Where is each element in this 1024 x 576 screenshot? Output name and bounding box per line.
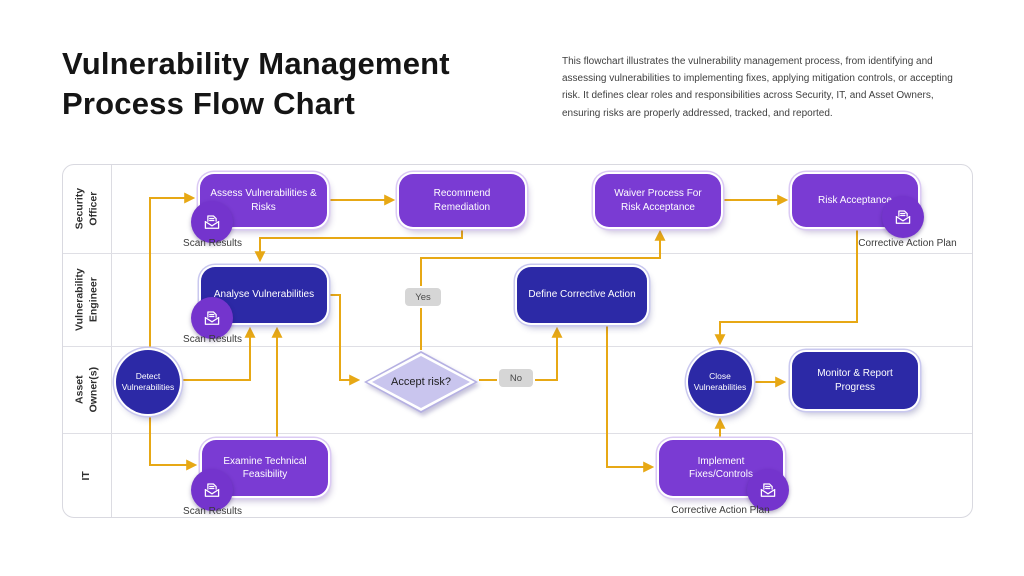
node-detect-vulnerabilities: Detect Vulnerabilities bbox=[116, 350, 180, 414]
node-recommend-remediation: Recommend Remediation bbox=[399, 174, 525, 227]
lane-divider-1 bbox=[63, 253, 972, 254]
badge-yes: Yes bbox=[405, 288, 441, 306]
corrective-action-plan-icon bbox=[882, 196, 924, 238]
lane-label-security-officer: Security Officer bbox=[73, 188, 99, 230]
node-waiver-process: Waiver Process For Risk Acceptance bbox=[595, 174, 721, 227]
lane-divider-3 bbox=[63, 433, 972, 434]
label-scan-results: Scan Results bbox=[183, 238, 242, 249]
page-description: This flowchart illustrates the vulnerabi… bbox=[562, 56, 953, 119]
node-monitor-report-progress: Monitor & Report Progress bbox=[792, 352, 918, 409]
node-close-vulnerabilities: Close Vulnerabilities bbox=[688, 350, 752, 414]
lane-label-it: IT bbox=[80, 470, 93, 481]
node-define-corrective-action: Define Corrective Action bbox=[517, 267, 647, 323]
label-scan-results: Scan Results bbox=[183, 506, 242, 517]
page-title: Vulnerability Management Process Flow Ch… bbox=[62, 46, 450, 122]
lane-label-column-divider bbox=[111, 165, 112, 517]
node-accept-risk-decision: Accept risk? bbox=[364, 351, 478, 413]
scan-report-icon bbox=[191, 297, 233, 339]
label-corrective-action-plan: Corrective Action Plan bbox=[858, 238, 957, 249]
corrective-action-plan-icon bbox=[747, 469, 789, 511]
scan-report-icon bbox=[191, 201, 233, 243]
lane-label-asset-owners: Asset Owner(s) bbox=[73, 366, 99, 413]
scan-report-icon bbox=[191, 469, 233, 511]
label-corrective-action-plan: Corrective Action Plan bbox=[671, 505, 770, 516]
label-scan-results: Scan Results bbox=[183, 334, 242, 345]
lane-label-vulnerability-engineer: Vulnerability Engineer bbox=[73, 268, 100, 331]
lane-divider-2 bbox=[63, 346, 972, 347]
badge-no: No bbox=[499, 369, 533, 387]
